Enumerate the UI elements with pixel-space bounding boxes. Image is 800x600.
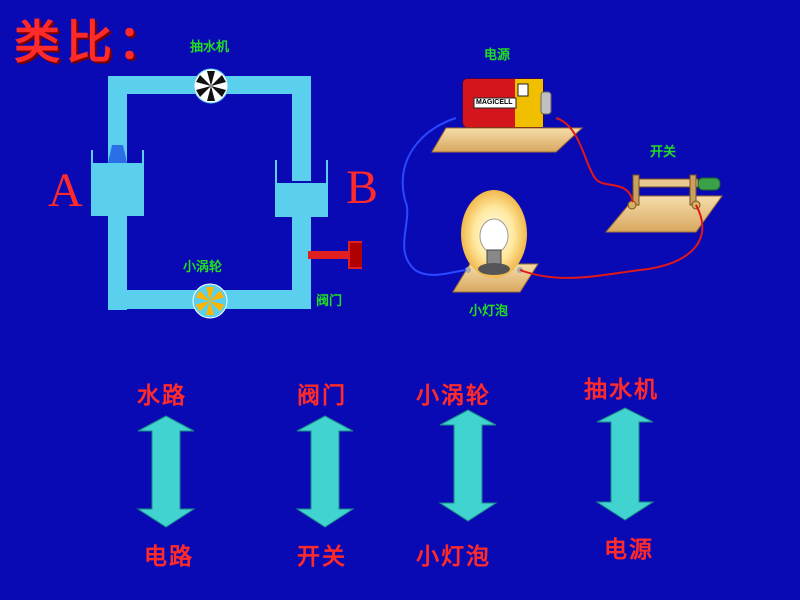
turbine-label: 小涡轮 <box>183 260 223 275</box>
valve-label: 阀门 <box>316 294 343 309</box>
container-a <box>91 145 144 216</box>
wire-red-top <box>555 117 634 203</box>
water-circuit <box>91 68 362 319</box>
electric-circuit <box>401 78 723 293</box>
switch-base <box>604 195 723 233</box>
switch-icon <box>627 174 721 210</box>
wire-blue <box>401 117 467 276</box>
pipe-left-upper <box>108 76 127 166</box>
switch-label: 开关 <box>650 145 677 160</box>
analogy-bottom-4: 电源 <box>604 537 654 563</box>
pipe-right-lower <box>292 216 311 309</box>
label-a: A <box>48 164 83 217</box>
analogy-top-4: 抽水机 <box>584 377 659 403</box>
arrow-4 <box>595 407 655 521</box>
wire-red-bottom <box>519 204 704 279</box>
analogy-top-3: 小涡轮 <box>416 383 491 409</box>
pump-label: 抽水机 <box>190 40 230 55</box>
container-b <box>275 160 328 217</box>
bulb-label: 小灯泡 <box>469 304 509 319</box>
slide-title: 类比： <box>14 15 170 69</box>
analogy-bottom-3: 小灯泡 <box>416 544 491 570</box>
pipe-right-upper <box>292 76 311 181</box>
pipe-left-lower <box>108 215 127 310</box>
arrow-3 <box>438 409 498 522</box>
arrow-1 <box>136 415 196 528</box>
battery-icon <box>462 78 552 128</box>
analogy-bottom-2: 开关 <box>297 544 347 570</box>
turbine-icon <box>192 283 228 319</box>
arrow-2 <box>295 415 355 528</box>
battery-base <box>431 127 584 153</box>
analogy-top-2: 阀门 <box>297 383 347 409</box>
analogy-arrows <box>136 407 655 528</box>
pump-icon <box>193 68 229 104</box>
valve-icon <box>308 241 362 269</box>
analogy-bottom-1: 电路 <box>144 544 194 570</box>
label-b: B <box>346 161 379 214</box>
battery-brand: MAGICELL <box>476 99 513 106</box>
bulb-icon <box>461 190 527 278</box>
analogy-top-1: 水路 <box>137 383 187 409</box>
battery-label: 电源 <box>484 48 511 63</box>
